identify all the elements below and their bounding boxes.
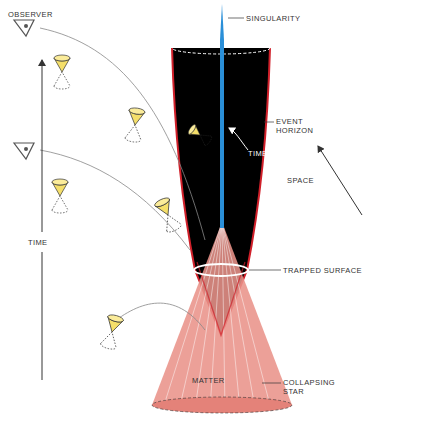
space-arrow [318,146,362,215]
observer-pupil [24,147,28,151]
leader-line [249,270,281,271]
text-label: COLLAPSING STAR [283,378,341,397]
observer-eye [14,20,34,36]
text-label: OBSERVER [8,10,53,19]
text-label: EVENT HORIZON [276,117,320,136]
star-base [152,397,292,413]
text-label: TIME [248,149,268,158]
observer-eye [14,143,34,159]
cone-line [222,222,270,405]
trapped-surface [194,264,248,276]
light-cone [187,124,213,147]
singularity-line [220,40,224,228]
cone-line [222,222,240,410]
leader-line [228,18,244,19]
observer-pupil [24,24,28,28]
time-axis-arrow [42,60,43,232]
time-axis [42,252,43,380]
light-cone [52,179,68,213]
text-label: SINGULARITY [246,14,300,23]
text-label: SPACE [287,176,314,185]
text-label: TRAPPED SURFACE [283,266,362,275]
light-cone [54,55,70,89]
inner-time-arrow [229,128,248,150]
light-cone [154,196,183,234]
worldline [40,150,190,250]
text-label: MATTER [192,376,225,385]
singularity-spike [220,4,224,40]
light-cone [100,314,124,351]
worldline [40,28,205,240]
leader-line [264,122,274,123]
light-cone [125,107,146,143]
leader-line [262,383,281,384]
worldline [110,303,205,330]
star-cone-lines [165,222,270,410]
text-label: TIME [28,238,48,247]
collapsing-star-cone [152,222,292,405]
inner-horizon [197,262,245,335]
